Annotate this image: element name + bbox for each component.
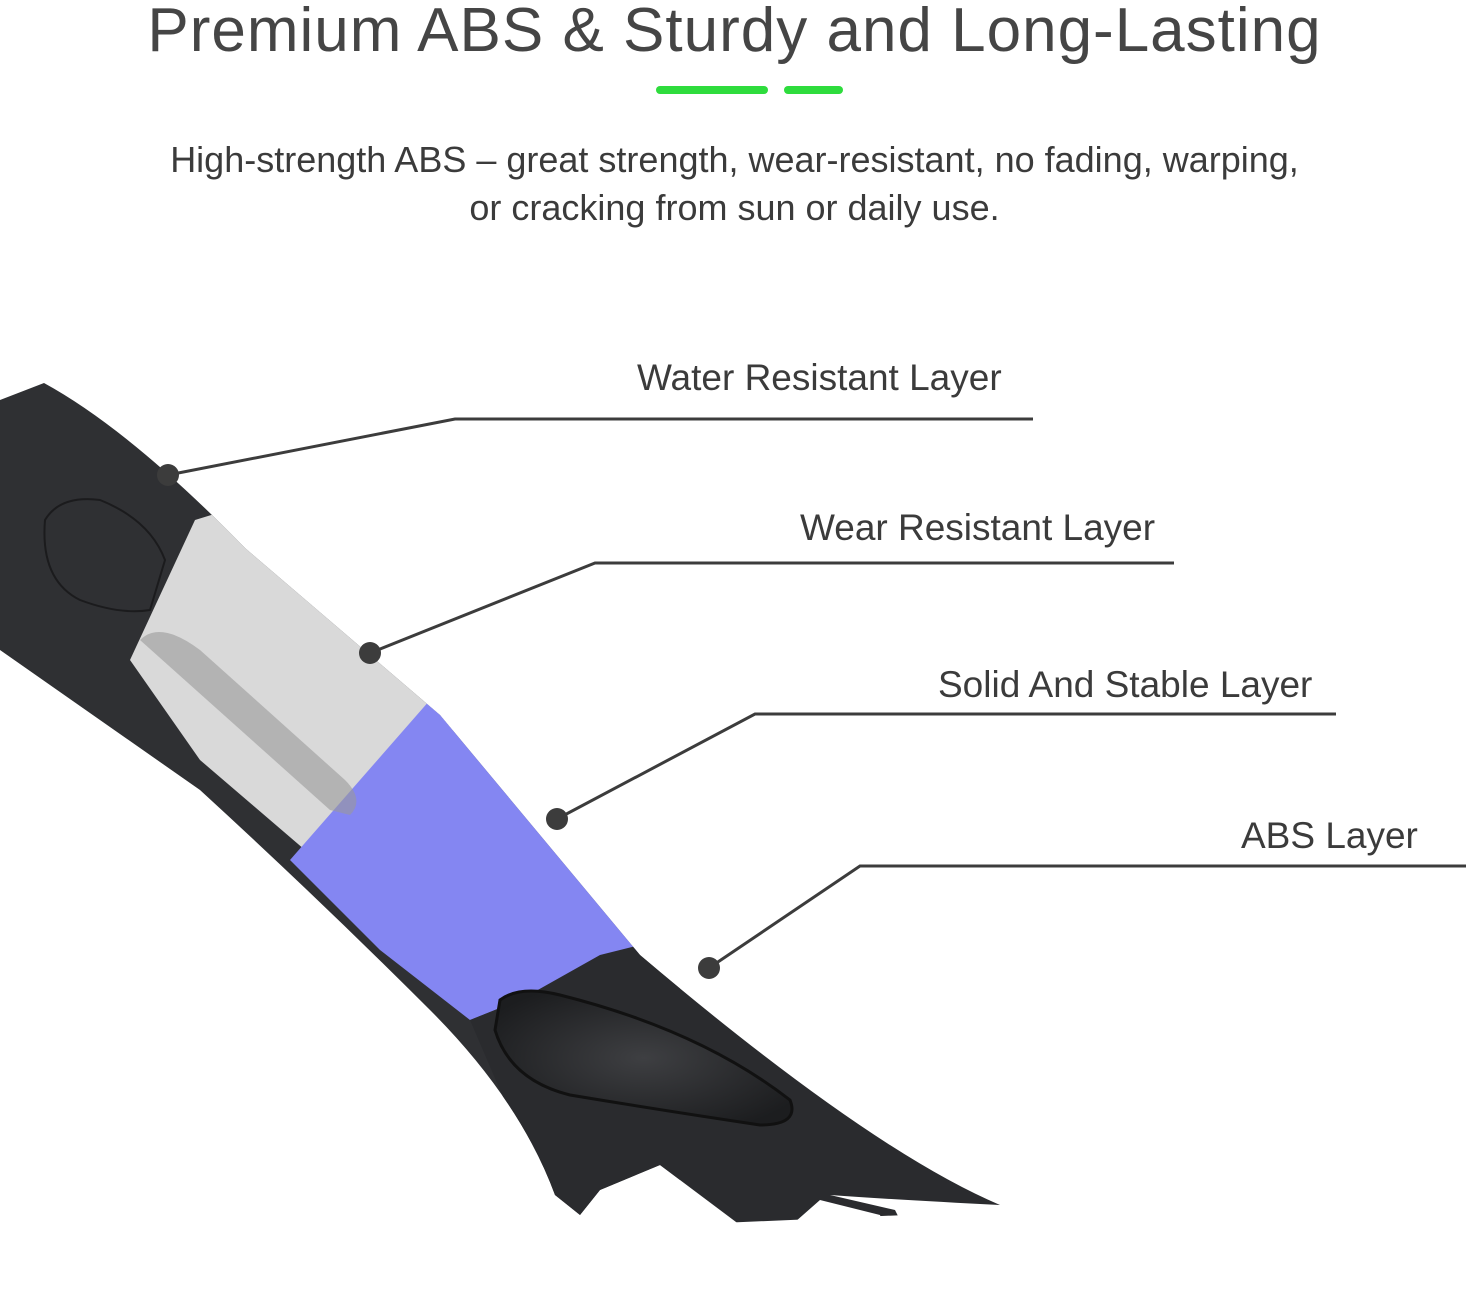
embossed-pad <box>43 498 167 613</box>
leader-dot-abs <box>698 957 720 979</box>
callout-label-abs: ABS Layer <box>1241 815 1418 856</box>
speaker-grille <box>493 989 794 1127</box>
subtitle: High-strength ABS – great strength, wear… <box>0 136 1469 232</box>
page-title: Premium ABS & Sturdy and Long-Lasting <box>147 0 1322 65</box>
leader-dots <box>157 464 720 979</box>
leader-line-solid <box>556 712 1336 821</box>
title-accent-bar-short <box>784 86 843 94</box>
groove-slot <box>140 632 357 815</box>
leader-dot-wear <box>359 642 381 664</box>
leader-line-water <box>167 417 1033 477</box>
subtitle-line-1: High-strength ABS – great strength, wear… <box>170 139 1299 180</box>
leader-dot-solid <box>546 808 568 830</box>
solid-stable-segment <box>290 700 650 1020</box>
leader-lines <box>167 417 1466 970</box>
leader-line-wear <box>369 561 1174 655</box>
a-pillar-trim <box>0 383 1000 1290</box>
leader-dot-water <box>157 464 179 486</box>
subtitle-line-2: or cracking from sun or daily use. <box>469 187 1000 228</box>
title-accent-bar <box>656 86 768 94</box>
leader-line-abs <box>708 864 1466 970</box>
callout-label-solid-stable: Solid And Stable Layer <box>938 664 1313 705</box>
callout-label-wear-resistant: Wear Resistant Layer <box>800 507 1156 548</box>
callout-label-water-resistant: Water Resistant Layer <box>637 357 1002 398</box>
